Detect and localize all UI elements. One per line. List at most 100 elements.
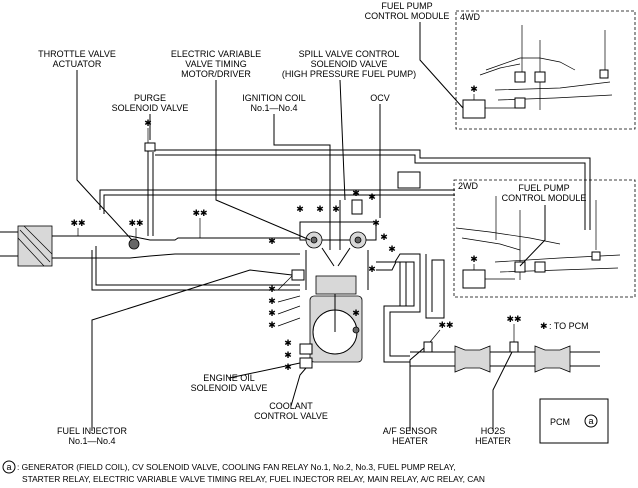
4wd-sender-unit <box>514 97 526 109</box>
marker-to-pcm: ✱ <box>316 204 324 214</box>
2wd-connector <box>591 251 601 261</box>
footnote-line-2: STARTER RELAY, ELECTRIC VARIABLE VALVE T… <box>22 474 485 484</box>
2wd-fuel-line <box>495 196 597 280</box>
marker-leads-left <box>277 275 301 327</box>
footnote-line-1: : GENERATOR (FIELD COIL), CV SOLENOID VA… <box>17 462 456 472</box>
label-spill-valve: SPILL VALVE CONTROL SOLENOID VALVE (HIGH… <box>282 49 416 79</box>
leader-fuel-injector <box>91 269 293 431</box>
marker-to-pcm: ✱ <box>268 284 276 294</box>
4wd-sender-unit <box>514 71 526 83</box>
marker-to-pcm: ✱ <box>284 362 292 372</box>
leader-engine-oil-solenoid <box>228 362 301 379</box>
fuel-injector-body <box>291 269 305 281</box>
cylinder-walls <box>305 250 369 290</box>
legend-to-pcm: ✱ : TO PCM <box>540 321 589 331</box>
label-line: VALVE TIMING <box>185 59 247 69</box>
marker-to-pcm: ✱✱ <box>70 218 85 228</box>
label-line: HEATER <box>475 436 511 446</box>
marker-to-pcm: ✱ <box>470 84 478 94</box>
valves <box>321 247 351 267</box>
exhaust-tailpipe <box>570 351 600 367</box>
tag-4wd: 4WD <box>460 12 481 22</box>
crank-sensor <box>352 326 360 334</box>
af-sensor <box>423 341 433 353</box>
exhaust-manifold <box>376 261 415 363</box>
marker-to-pcm: ✱ <box>368 192 376 202</box>
marker-to-pcm: ✱ <box>352 308 360 318</box>
label-line: IGNITION COIL <box>242 93 306 103</box>
marker-to-pcm: ✱✱ <box>506 314 521 324</box>
pcm-ref-letter: a <box>588 416 593 426</box>
marker-to-pcm: ✱ <box>368 264 376 274</box>
catalytic-converter-2 <box>534 345 571 373</box>
label-ocv: OCV <box>370 93 390 103</box>
label-line: CONTROL MODULE <box>365 11 450 21</box>
2wd-fuel-line <box>494 254 621 263</box>
marker-lead <box>429 329 441 343</box>
label-line: SOLENOID VALVE <box>311 59 388 69</box>
label-engine-oil-solenoid: ENGINE OIL SOLENOID VALVE <box>191 373 268 393</box>
leader-ho2s <box>492 351 513 431</box>
harness-upper <box>99 189 455 214</box>
engine: ✱ ✱ ✱ ✱ ✱ ✱ ✱ ✱ ✱ ✱ ✱ ✱ ✱ ✱ ✱ ✱ ✱ ✱ <box>268 188 445 372</box>
marker-to-pcm: ✱ <box>470 254 478 264</box>
exhaust-camshaft-hub <box>354 236 362 244</box>
marker-to-pcm: ✱ <box>144 118 152 128</box>
label-line: SOLENOID VALVE <box>191 383 268 393</box>
harness-lower <box>91 246 300 291</box>
charcoal-canister <box>397 171 421 189</box>
pcm-ref-circle <box>584 414 598 428</box>
intake-duct-top <box>52 235 300 241</box>
tag-2wd: 2WD <box>458 181 479 191</box>
leader-coolant-control-valve <box>290 367 307 407</box>
throttle-valve <box>128 238 140 250</box>
air-inlet-duct <box>0 231 18 257</box>
leader-throttle-valve-actuator <box>76 70 133 241</box>
exhaust-pipe-mid <box>490 351 535 367</box>
label-electric-vvt: ELECTRIC VARIABLE VALVE TIMING MOTOR/DRI… <box>171 49 261 79</box>
marker-to-pcm: ✱ <box>284 338 292 348</box>
label-ignition-coil: IGNITION COIL No.1—No.4 <box>242 93 306 113</box>
fuel-system-4wd: ✱ <box>455 10 636 130</box>
marker-to-pcm: ✱ <box>268 296 276 306</box>
label-line: SOLENOID VALVE <box>112 103 189 113</box>
coolant-control-valve-body <box>299 343 313 355</box>
label-fuel-pump-control-module-4wd: FUEL PUMP CONTROL MODULE <box>365 1 450 21</box>
spill-valve-solenoid <box>351 199 363 215</box>
marker-to-pcm: ✱✱ <box>438 320 453 330</box>
marker-to-pcm: ✱ <box>372 218 380 228</box>
label-line: ELECTRIC VARIABLE <box>171 49 261 59</box>
label-line: CONTROL VALVE <box>254 411 328 421</box>
footnote-ref-circle <box>2 460 16 474</box>
label-coolant-control-valve: COOLANT CONTROL VALVE <box>254 401 328 421</box>
4wd-fuel-pump-control-module <box>462 99 486 119</box>
2wd-fuel-pump-control-module <box>462 269 486 289</box>
legend-star: ✱ <box>540 321 548 331</box>
evap-line <box>155 149 591 230</box>
marker-to-pcm: ✱ <box>296 204 304 214</box>
2wd-sender-unit <box>514 261 526 273</box>
label-fuel-pump-control-module-2wd: FUEL PUMP CONTROL MODULE <box>502 183 587 203</box>
purge-solenoid-valve <box>144 142 156 152</box>
leader-fuel-pump-2wd <box>519 205 546 267</box>
label-line: HEATER <box>392 436 428 446</box>
marker-to-pcm: ✱ <box>268 308 276 318</box>
exhaust-manifold <box>399 254 445 319</box>
ignition-coil-body <box>329 200 341 250</box>
4wd-fuel-line <box>479 63 521 76</box>
label-line: SPILL VALVE CONTROL <box>299 49 400 59</box>
marker-to-pcm: ✱ <box>352 188 360 198</box>
intake-system: ✱✱ ✱✱ ✱✱ ✱ <box>0 118 591 291</box>
label-line: ACTUATOR <box>53 59 102 69</box>
marker-to-pcm: ✱✱ <box>192 208 207 218</box>
purge-line <box>147 148 154 236</box>
2wd-sender-unit <box>534 261 546 273</box>
air-cleaner-element <box>17 225 53 267</box>
pcm-label: PCM <box>550 417 570 427</box>
label-line: FUEL PUMP <box>381 1 432 11</box>
exhaust-system: ✱✱ ✱✱ <box>410 314 600 373</box>
leader-spill-valve <box>339 79 346 201</box>
marker-to-pcm: ✱✱ <box>128 218 143 228</box>
label-purge-solenoid: PURGE SOLENOID VALVE <box>112 93 189 113</box>
